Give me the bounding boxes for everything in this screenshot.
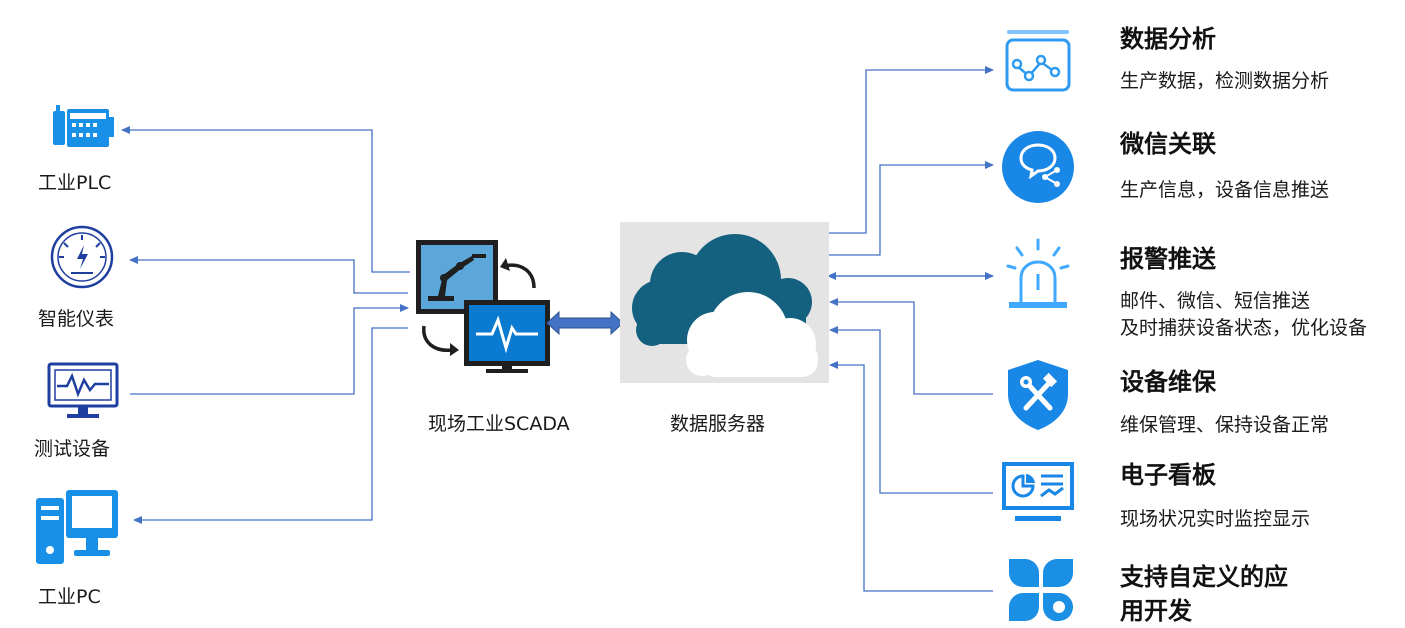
feature-desc-dashboard: 现场状况实时监控显示 xyxy=(1120,508,1311,530)
wire-f4 xyxy=(829,326,993,494)
wire-f1 xyxy=(828,161,994,256)
server-label: 数据服务器 xyxy=(670,413,766,435)
feature-desc-analysis: 生产数据，检测数据分析 xyxy=(1120,70,1330,92)
desktop-pc-icon xyxy=(36,490,118,564)
feature-desc-maintenance: 维保管理、保持设备正常 xyxy=(1120,414,1330,436)
device-label-pc: 工业PC xyxy=(38,586,101,608)
device-label-plc: 工业PLC xyxy=(38,172,112,194)
wire-meter xyxy=(129,256,408,294)
gauge-icon xyxy=(50,225,114,289)
device-label-test: 测试设备 xyxy=(34,438,111,460)
dashboard-board-icon xyxy=(1002,462,1074,521)
wire-f3 xyxy=(829,298,993,395)
feature-title-custom-1: 支持自定义的应 xyxy=(1120,563,1288,591)
feature-desc-alarm-2: 及时捕获设备状态，优化设备 xyxy=(1120,317,1368,339)
plc-module-icon xyxy=(53,105,114,147)
feature-title-custom-2: 用开发 xyxy=(1120,597,1192,625)
cloud-server-icon xyxy=(632,234,818,377)
feature-title-maintenance: 设备维保 xyxy=(1120,368,1216,396)
monitor-waveform-icon xyxy=(47,362,119,418)
tools-shield-icon xyxy=(1008,360,1068,430)
feature-desc-wechat: 生产信息，设备信息推送 xyxy=(1120,179,1330,201)
feature-title-analysis: 数据分析 xyxy=(1120,25,1216,53)
double-arrow-icon xyxy=(546,310,624,336)
robot-arm-monitor-icon xyxy=(416,240,550,373)
wire-f0 xyxy=(828,66,994,234)
feature-title-wechat: 微信关联 xyxy=(1120,130,1216,158)
feature-title-dashboard: 电子看板 xyxy=(1120,461,1216,489)
alarm-beacon-icon xyxy=(1006,238,1070,308)
device-label-meter: 智能仪表 xyxy=(38,308,115,330)
wechat-share-icon xyxy=(1002,131,1074,203)
feature-desc-alarm-1: 邮件、微信、短信推送 xyxy=(1120,290,1311,312)
scada-label: 现场工业SCADA xyxy=(428,413,570,435)
wire-test xyxy=(130,304,409,395)
feature-title-alarm: 报警推送 xyxy=(1120,245,1216,273)
line-chart-icon xyxy=(1005,30,1071,92)
clover-apps-icon xyxy=(1009,559,1073,622)
wire-f5 xyxy=(829,361,993,592)
wire-plc xyxy=(121,126,410,273)
wire-pc xyxy=(133,327,408,524)
